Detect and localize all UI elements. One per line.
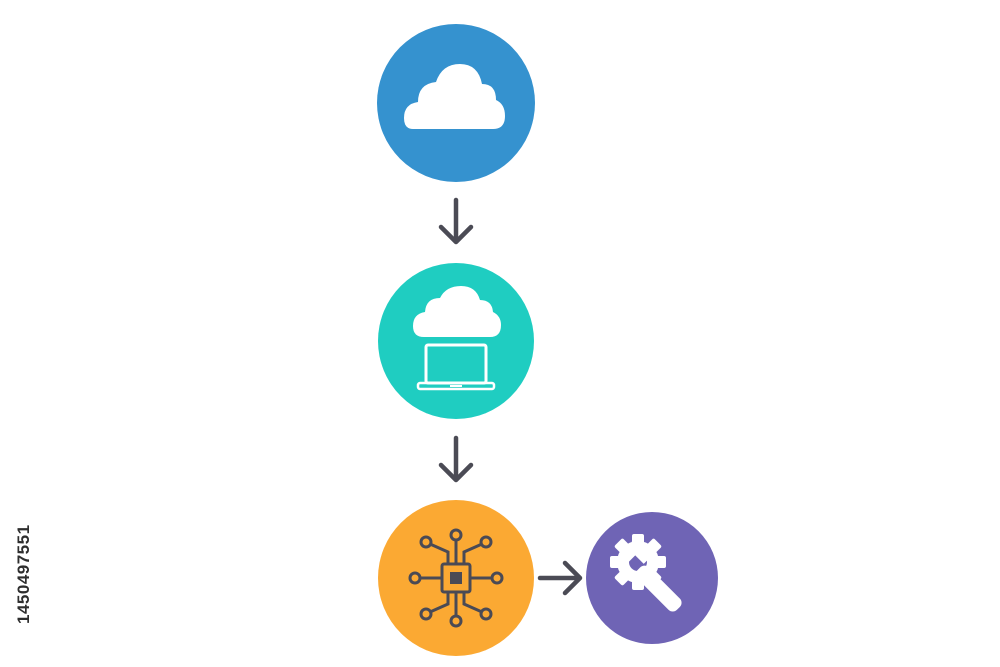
node-cloud [377,24,535,182]
gear-wrench-icon [610,534,682,612]
watermark-id-text: 1450497551 [14,524,33,624]
cloud-icon [404,64,505,129]
node-processor [378,500,534,656]
arrow-down-1 [438,197,474,245]
cloud-computing-circle [378,263,534,419]
node-settings [586,512,718,644]
cpu-circuit-icon [408,528,504,628]
arrow-down-2 [438,435,474,483]
arrow-right-3 [537,560,583,596]
node-cloud-computing [378,263,534,419]
cloud-laptop-icon [413,286,501,391]
